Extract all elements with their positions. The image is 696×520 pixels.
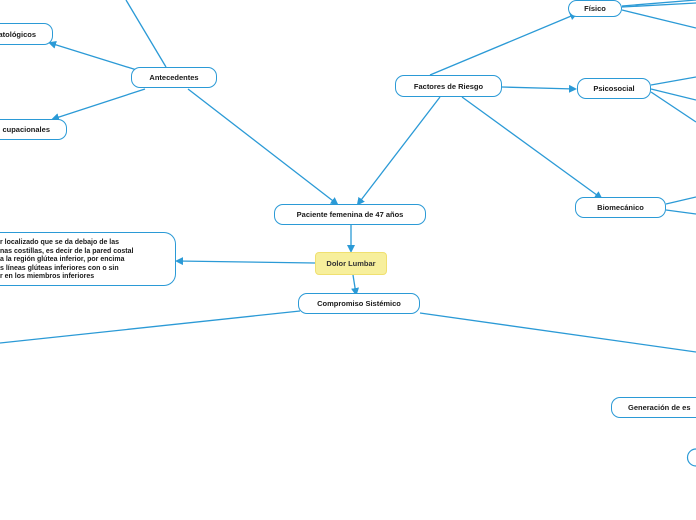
node-antecedentes[interactable]: Antecedentes [131, 67, 217, 88]
link-dolor-definicion [175, 257, 316, 266]
node-compromiso-sistemico[interactable]: Compromiso Sistémico [298, 293, 420, 314]
link-biomecanico-out-2 [665, 209, 696, 215]
link-antecedentes-top [125, 0, 167, 68]
node-definicion-dolor[interactable]: r localizado que se da debajo de las nas… [0, 232, 176, 286]
link-factores-paciente [356, 96, 441, 206]
definicion-line-2: nas costillas, es decir de la pared cost… [0, 247, 134, 255]
node-factores-riesgo[interactable]: Factores de Riesgo [395, 75, 502, 97]
node-fisico-label: Físico [584, 4, 606, 13]
link-dolor-compromiso [351, 274, 360, 296]
link-antecedentes-paciente [187, 88, 339, 206]
link-fisico-out-2 [621, 2, 696, 8]
node-patologicos[interactable]: atológicos [0, 23, 53, 45]
link-compromiso-right [419, 312, 696, 353]
node-psicosocial-label: Psicosocial [593, 84, 635, 93]
node-biomecanico[interactable]: Biomecánico [575, 197, 666, 218]
node-biomecanico-label: Biomecánico [597, 203, 644, 212]
definicion-text: r localizado que se da debajo de las nas… [0, 239, 133, 282]
node-psicosocial[interactable]: Psicosocial [577, 78, 651, 99]
definicion-line-3: a la región glútea inferior, por encima [0, 256, 125, 264]
node-ocupacionales[interactable]: cupacionales [0, 119, 67, 140]
link-antecedentes-patologicos [48, 40, 141, 72]
definicion-line-4: s líneas glúteas inferiores con o sin [0, 264, 119, 272]
link-antecedentes-ocupacionales [51, 88, 146, 121]
link-psicosocial-out-3 [650, 91, 696, 123]
node-ocupacionales-label: cupacionales [2, 125, 50, 134]
node-generacion[interactable]: Generación de es [611, 397, 696, 418]
definicion-line-1: r localizado que se da debajo de las [0, 239, 120, 246]
node-paciente[interactable]: Paciente femenina de 47 años [274, 204, 426, 225]
link-psicosocial-out-2 [650, 88, 696, 101]
link-psicosocial-out-1 [650, 76, 696, 86]
node-dolor-lumbar[interactable]: Dolor Lumbar [315, 252, 387, 275]
node-patologicos-label: atológicos [0, 29, 36, 39]
node-antecedentes-label: Antecedentes [149, 73, 199, 82]
node-compromiso-sistemico-label: Compromiso Sistémico [317, 299, 401, 308]
definicion-line-5: r en los miembros inferiores [0, 273, 95, 281]
link-fisico-out-1 [621, 0, 696, 7]
link-fisico-out-3 [621, 9, 696, 29]
link-factores-biomecanico [461, 96, 603, 200]
node-paciente-label: Paciente femenina de 47 años [296, 210, 404, 219]
node-factores-riesgo-label: Factores de Riesgo [413, 81, 484, 91]
link-factores-fisico [429, 12, 578, 76]
node-generacion-label: Generación de es [628, 403, 691, 412]
node-dolor-lumbar-label: Dolor Lumbar [326, 259, 376, 268]
link-biomecanico-out-1 [665, 196, 696, 205]
link-compromiso-left [0, 310, 301, 344]
node-fisico[interactable]: Físico [568, 0, 622, 17]
partial-node-bottom-right [686, 448, 696, 467]
link-factores-psicosocial [501, 84, 577, 93]
